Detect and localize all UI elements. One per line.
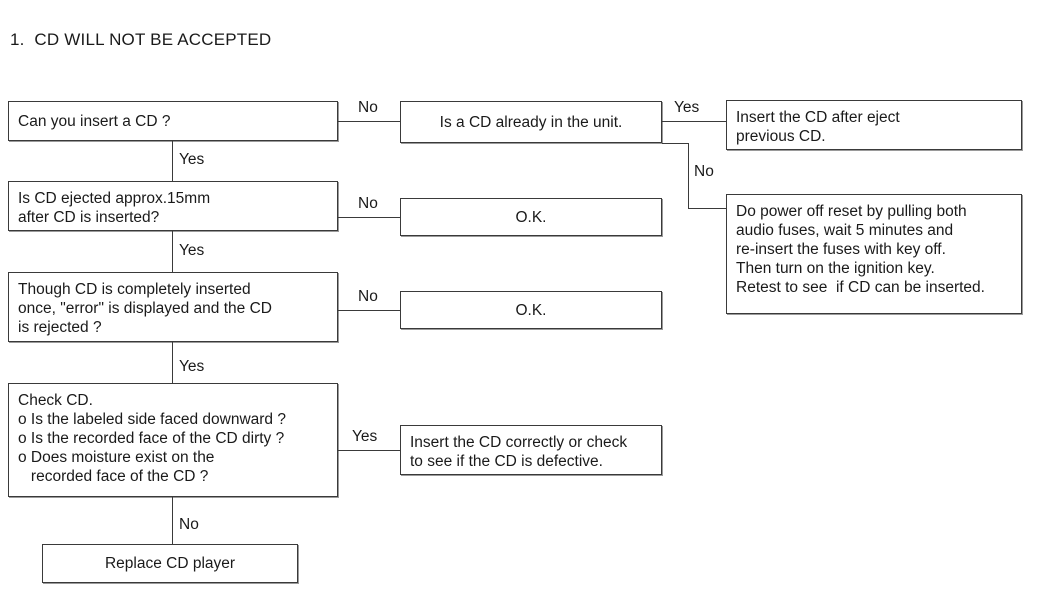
edge-label-q2-yes: Yes (674, 99, 700, 116)
edge-q5-to-a3 (338, 450, 400, 451)
node-replace-cd-player[interactable]: Replace CD player (42, 544, 298, 583)
edge-q2-to-a1 (662, 121, 726, 122)
node-check-cd-text: Check CD. o Is the labeled side faced do… (18, 392, 286, 485)
node-is-cd-already-in-unit[interactable]: Is a CD already in the unit. (400, 101, 662, 143)
node-insert-cd-correctly-text: Insert the CD correctly or check to see … (410, 434, 628, 470)
edge-q2-to-a2-stub (662, 143, 689, 144)
edge-q1-to-q2 (338, 121, 400, 122)
node-insert-cd-correctly[interactable]: Insert the CD correctly or check to see … (400, 425, 662, 475)
node-insert-cd-after-eject[interactable]: Insert the CD after eject previous CD. (726, 100, 1022, 150)
node-though-cd-inserted-error[interactable]: Though CD is completely inserted once, "… (8, 272, 338, 342)
edge-q2-to-a2-vertical (688, 143, 689, 209)
edge-q3-to-q4 (172, 231, 173, 272)
node-is-cd-already-in-unit-text: Is a CD already in the unit. (439, 113, 623, 131)
edge-q5-to-end (172, 497, 173, 544)
edge-label-q5-no: No (179, 516, 199, 533)
node-though-cd-inserted-error-text: Though CD is completely inserted once, "… (18, 281, 272, 336)
edge-label-q4-yes: Yes (179, 358, 205, 375)
edge-label-q4-no: No (358, 288, 378, 305)
node-check-cd[interactable]: Check CD. o Is the labeled side faced do… (8, 383, 338, 497)
node-can-you-insert-cd-text: Can you insert a CD ? (18, 113, 171, 130)
edge-label-q5-yes: Yes (352, 428, 378, 445)
node-power-off-reset-text: Do power off reset by pulling both audio… (736, 203, 985, 296)
edge-label-q3-yes: Yes (179, 242, 205, 259)
node-ok-2[interactable]: O.K. (400, 291, 662, 329)
node-ok-1[interactable]: O.K. (400, 198, 662, 236)
edge-q2-to-a2-horizontal (688, 208, 726, 209)
node-ok-2-text: O.K. (515, 301, 547, 319)
node-can-you-insert-cd[interactable]: Can you insert a CD ? (8, 101, 338, 141)
node-replace-cd-player-text: Replace CD player (104, 555, 236, 572)
edge-label-q1-no: No (358, 99, 378, 116)
edge-q4-to-ok2 (338, 310, 400, 311)
edge-q1-to-q3 (172, 141, 173, 181)
edge-q3-to-ok1 (338, 217, 400, 218)
edge-label-q3-no: No (358, 195, 378, 212)
node-is-cd-ejected[interactable]: Is CD ejected approx.15mm after CD is in… (8, 181, 338, 231)
edge-label-q2-no: No (694, 163, 714, 180)
edge-label-q1-yes: Yes (179, 151, 205, 168)
edge-q4-to-q5 (172, 342, 173, 383)
node-is-cd-ejected-text: Is CD ejected approx.15mm after CD is in… (18, 190, 211, 226)
node-power-off-reset[interactable]: Do power off reset by pulling both audio… (726, 194, 1022, 314)
node-ok-1-text: O.K. (515, 208, 547, 226)
node-insert-cd-after-eject-text: Insert the CD after eject previous CD. (736, 109, 900, 145)
page-title: 1. CD WILL NOT BE ACCEPTED (10, 30, 272, 49)
